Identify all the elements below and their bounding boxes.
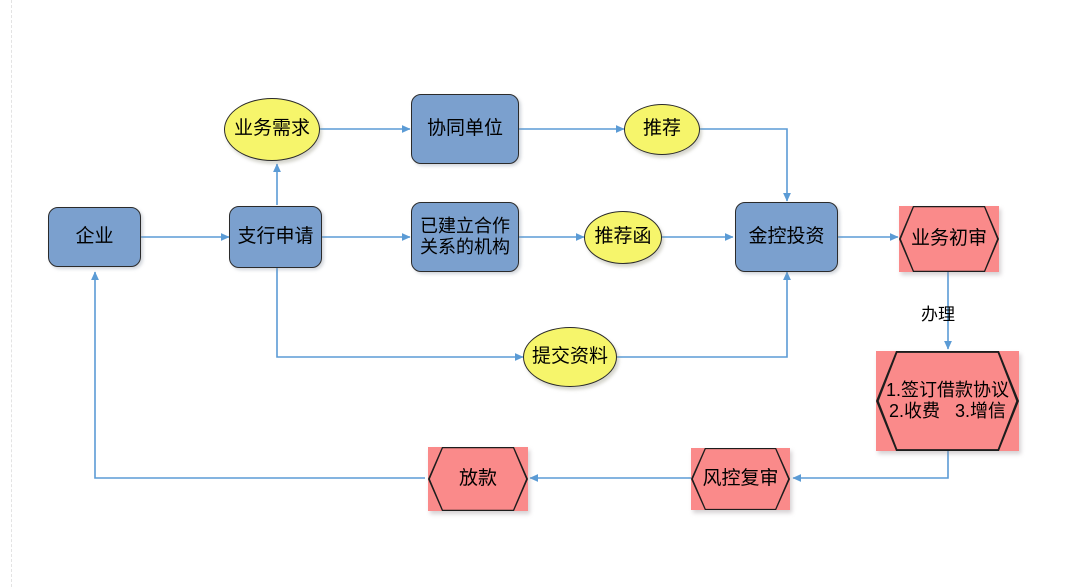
edge-zhihang-tijiaoziliao — [276, 268, 524, 361]
edge-tuijian-jinkong — [700, 128, 791, 202]
node-tuijian[interactable]: 推荐 — [624, 104, 700, 155]
node-hezuo-jigou-label: 已建立合作 关系的机构 — [420, 215, 510, 257]
edge-fangkuan-qiye — [91, 271, 425, 479]
node-yewu-xuqiu-label: 业务需求 — [233, 118, 310, 140]
node-zhihang-shenqing-label: 支行申请 — [237, 225, 314, 247]
node-tijiao-ziliao[interactable]: 提交资料 — [523, 327, 617, 387]
node-fangkuan-label: 放款 — [458, 467, 497, 489]
node-fangkuan[interactable]: 放款 — [428, 447, 528, 511]
canvas-guide-line — [11, 0, 12, 587]
node-jinkong-touzi-label: 金控投资 — [748, 225, 825, 247]
edge-tijiaoziliao-jinkong — [617, 271, 791, 358]
node-xietong-danwei-label: 协同单位 — [426, 117, 503, 139]
node-yewu-xuqiu[interactable]: 业务需求 — [224, 98, 320, 161]
node-yewu-chushen-fill — [899, 206, 999, 272]
node-fengkong-fushen-fill — [691, 448, 790, 510]
node-qianding-xieyi[interactable]: 1.签订借款协议 2.收费 3.增信 — [876, 351, 1019, 451]
node-qianding-xieyi-label: 1.签订借款协议 2.收费 3.增信 — [885, 379, 1009, 421]
node-yewu-chushen[interactable]: 业务初审 — [899, 206, 999, 272]
node-tuijian-label: 推荐 — [642, 118, 681, 140]
node-tuijian-han[interactable]: 推荐函 — [584, 211, 662, 264]
node-zhihang-shenqing[interactable]: 支行申请 — [229, 206, 322, 268]
node-qiye-label: 企业 — [75, 225, 114, 247]
node-tuijian-han-label: 推荐函 — [594, 226, 652, 248]
node-fengkong-fushen-label: 风控复审 — [702, 467, 779, 489]
node-qiye[interactable]: 企业 — [48, 207, 141, 267]
node-yewu-chushen-label: 业务初审 — [910, 227, 987, 249]
edge-xieyi-fengkong — [792, 450, 949, 482]
node-fengkong-fushen[interactable]: 风控复审 — [691, 448, 790, 510]
node-tijiao-ziliao-label: 提交资料 — [531, 345, 608, 367]
node-hezuo-jigou[interactable]: 已建立合作 关系的机构 — [411, 202, 519, 272]
node-xietong-danwei[interactable]: 协同单位 — [411, 94, 519, 164]
node-fangkuan-fill — [428, 447, 528, 511]
node-qianding-xieyi-fill — [876, 351, 1019, 451]
edge-label-banli: 办理 — [921, 305, 955, 324]
node-jinkong-touzi[interactable]: 金控投资 — [735, 202, 838, 272]
